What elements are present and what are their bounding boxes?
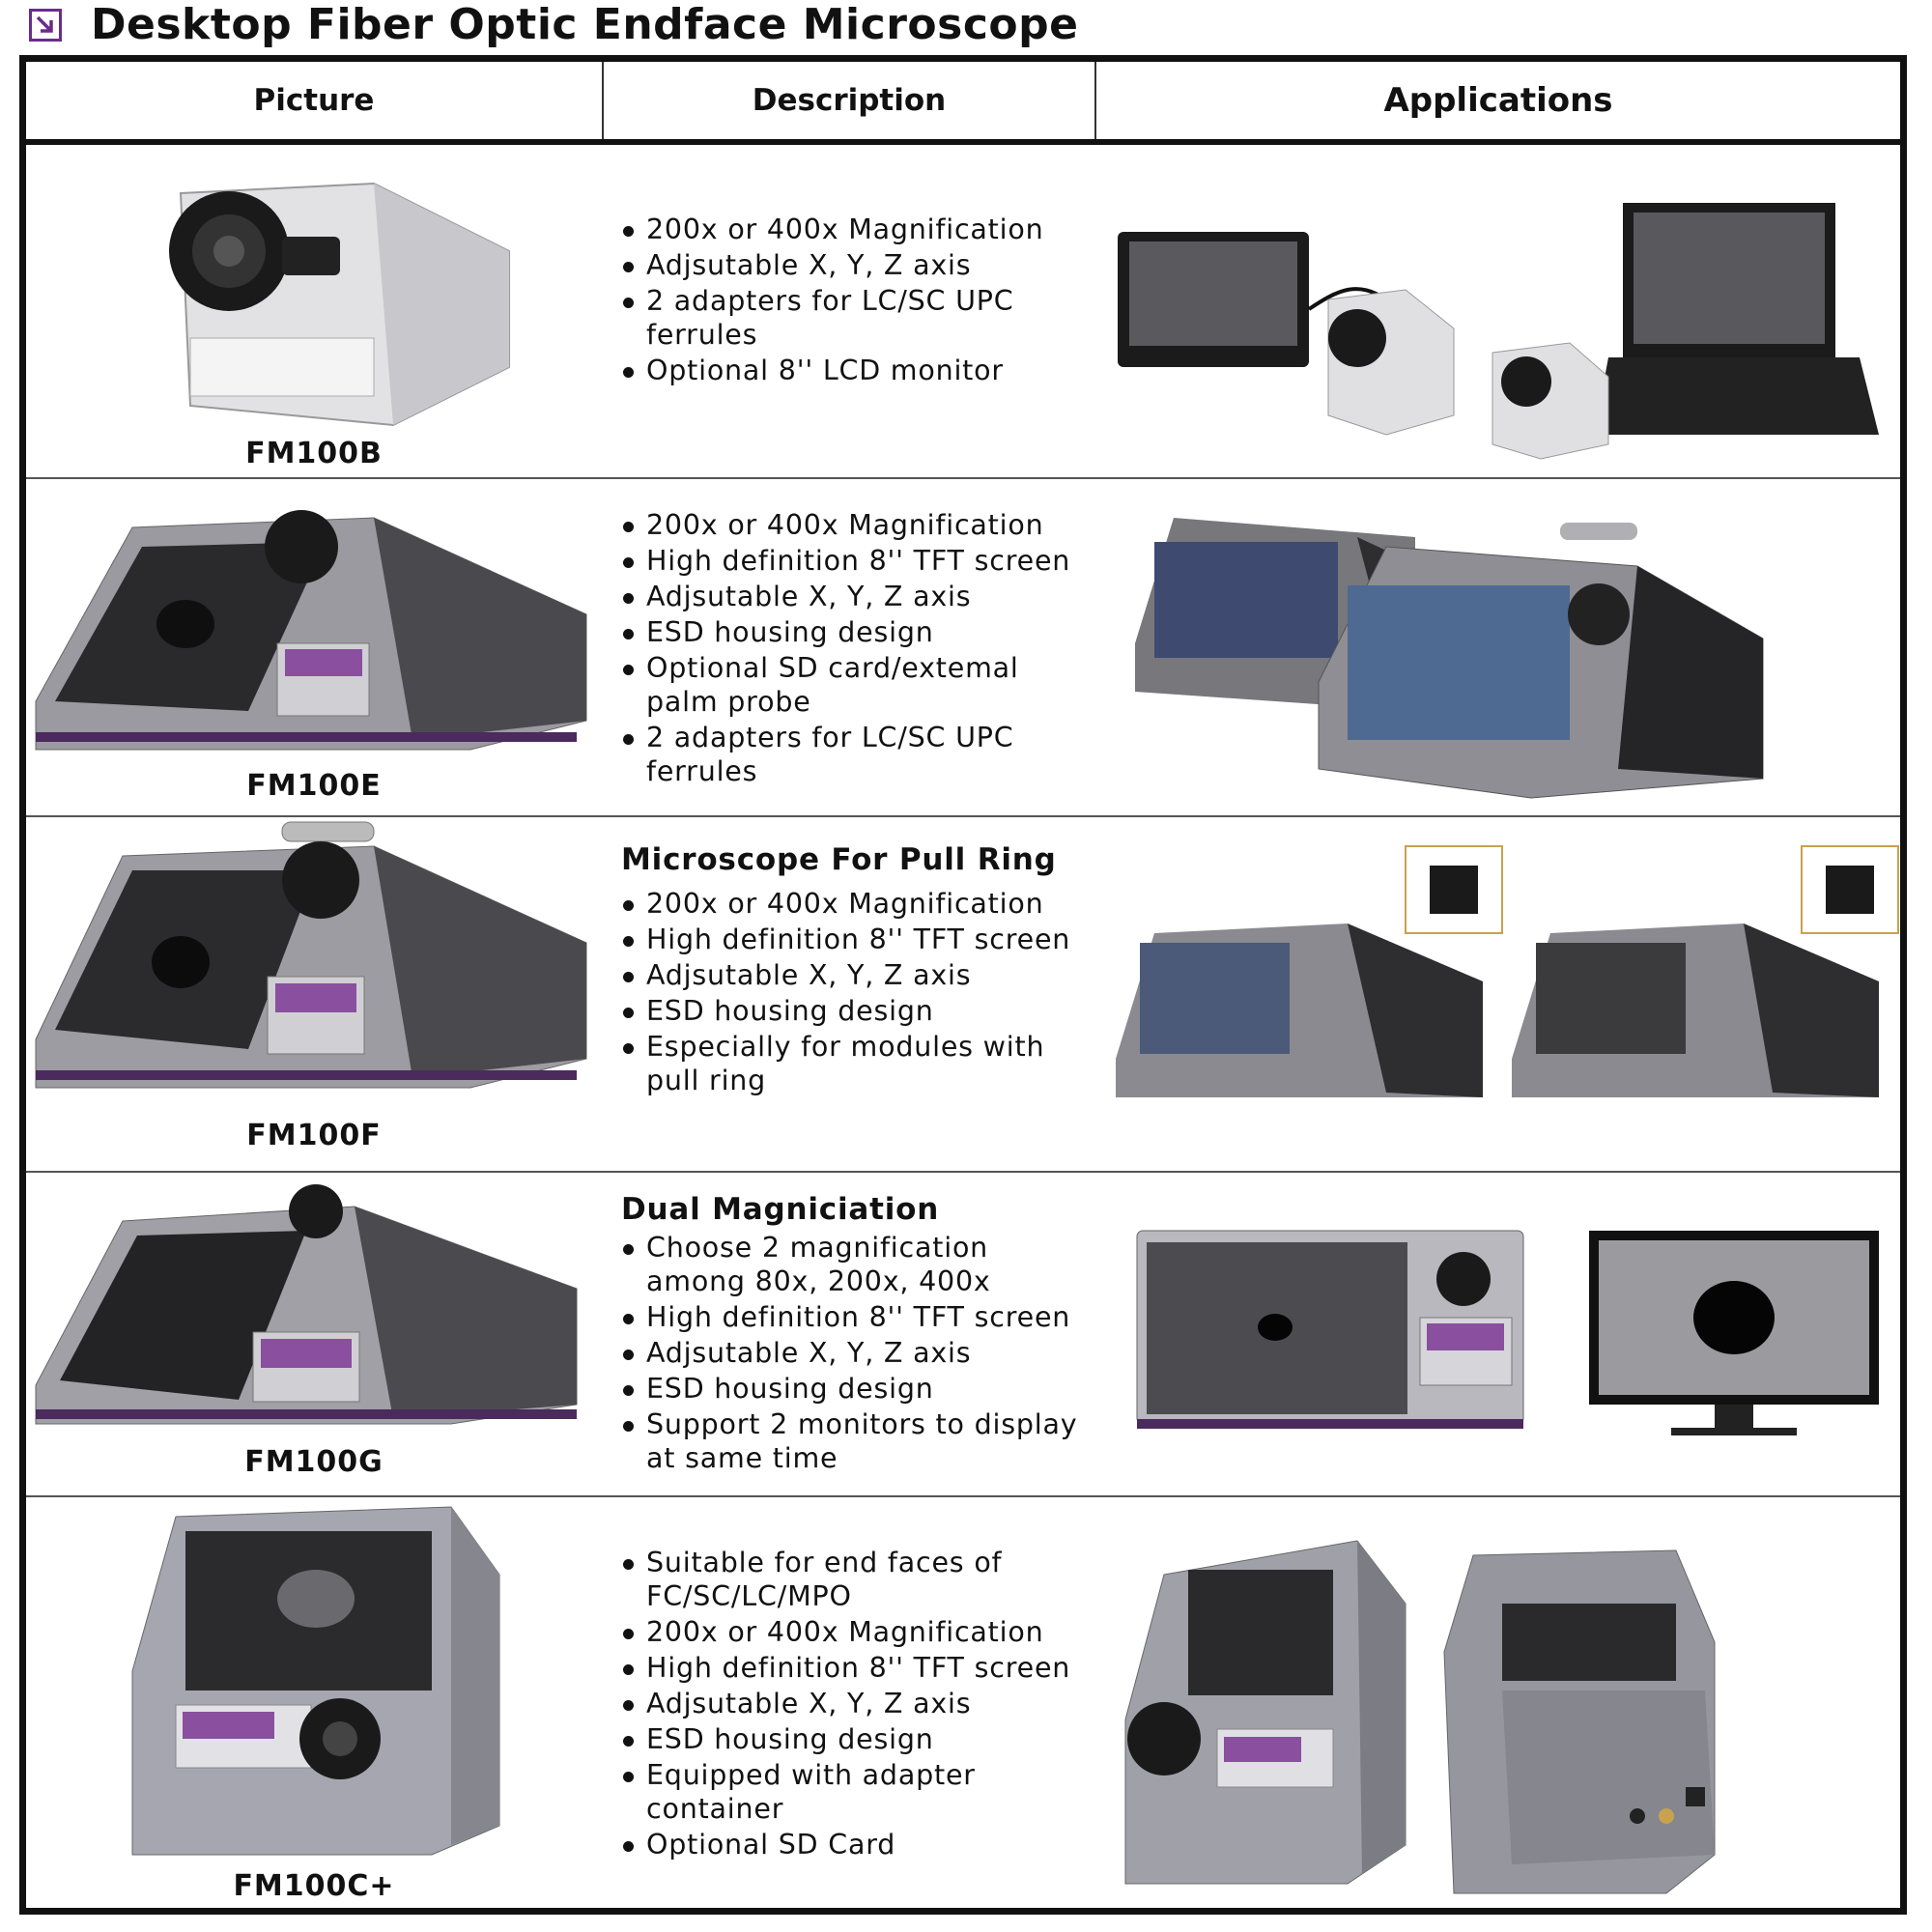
fm100b-application-image [1118,203,1879,460]
feature-item: Adjsutable X, Y, Z axis [621,1687,1094,1720]
feature-item: Optional SD card/extemal palm probe [621,651,1094,719]
fm100g-application-image [1136,1230,1879,1435]
description-fm100e: 200x or 400x Magnification High definiti… [604,479,1094,815]
model-name: FM100G [244,1445,384,1479]
fm100f-device-image [35,821,587,1089]
feature-item: High definition 8'' TFT screen [621,1300,1094,1334]
applications-fm100e [1096,479,1900,815]
feature-item: Support 2 monitors to display at same ti… [621,1407,1094,1475]
fm100e-application-image [1135,518,1764,799]
table-row: FM100F Microscope For Pull Ring 200x or … [26,817,1900,1173]
applications-fm100f [1096,817,1900,1171]
arrow-down-right-icon [29,9,62,42]
applications-fm100g [1096,1173,1900,1495]
model-name: FM100F [246,1119,382,1152]
table-row: FM100C+ Suitable for end faces of FC/SC/… [26,1497,1900,1908]
header-description: Description [752,83,947,118]
feature-item: ESD housing design [621,994,1094,1028]
feature-item: 200x or 400x Magnification [621,1615,1094,1649]
product-picture-fm100g: FM100G [26,1173,602,1495]
page-header: Desktop Fiber Optic Endface Microscope [29,0,1078,50]
description-fm100b: 200x or 400x Magnification Adjsutable X,… [604,145,1094,477]
feature-item: Choose 2 magnification among 80x, 200x, … [621,1231,1094,1298]
product-picture-fm100b: FM100B [26,145,602,477]
feature-item: 200x or 400x Magnification [621,887,1094,921]
model-name: FM100B [245,437,383,470]
feature-item: High definition 8'' TFT screen [621,544,1094,578]
feature-item: 200x or 400x Magnification [621,508,1094,542]
fm100e-device-image [35,510,587,751]
table-header-row: Picture Description Applications [26,62,1900,145]
description-fm100f: Microscope For Pull Ring 200x or 400x Ma… [604,817,1094,1171]
fm100b-device-image [169,182,510,427]
feature-item: High definition 8'' TFT screen [621,923,1094,956]
feature-item: ESD housing design [621,1722,1094,1756]
feature-item: Adjsutable X, Y, Z axis [621,1336,1094,1370]
description-heading: Dual Magniciation [621,1192,940,1227]
feature-item: Adjsutable X, Y, Z axis [621,248,1094,282]
feature-item: Optional 8'' LCD monitor [621,354,1094,387]
applications-fm100b [1096,145,1900,477]
header-applications: Applications [1383,81,1613,120]
description-fm100cplus: Suitable for end faces of FC/SC/LC/MPO 2… [604,1497,1094,1908]
description-heading: Microscope For Pull Ring [621,842,1057,877]
model-name: FM100E [246,769,382,803]
product-picture-fm100cplus: FM100C+ [26,1497,602,1908]
feature-item: Suitable for end faces of FC/SC/LC/MPO [621,1546,1094,1613]
feature-item: Optional SD Card [621,1828,1094,1861]
feature-item: ESD housing design [621,1372,1094,1406]
fm100f-application-image [1116,845,1899,1097]
table-row: FM100B 200x or 400x Magnification Adjsut… [26,145,1900,479]
product-table: Picture Description Applications FM100B … [19,55,1907,1915]
feature-item: Equipped with adapter container [621,1758,1094,1826]
model-name: FM100C+ [233,1869,395,1903]
feature-item: Especially for modules with pull ring [621,1030,1094,1097]
product-picture-fm100f: FM100F [26,817,602,1171]
header-picture: Picture [253,83,375,118]
feature-item: 200x or 400x Magnification [621,213,1094,246]
product-picture-fm100e: FM100E [26,479,602,815]
page-title: Desktop Fiber Optic Endface Microscope [91,0,1079,49]
fm100g-device-image [35,1184,578,1425]
feature-item: 2 adapters for LC/SC UPC ferrules [621,721,1094,788]
feature-item: ESD housing design [621,615,1094,649]
applications-fm100cplus [1096,1497,1900,1908]
description-fm100g: Dual Magniciation Choose 2 magnification… [604,1173,1094,1495]
feature-item: Adjsutable X, Y, Z axis [621,958,1094,992]
fm100cplus-application-image [1124,1540,1716,1894]
fm100cplus-device-image [131,1506,500,1856]
feature-item: 2 adapters for LC/SC UPC ferrules [621,284,1094,352]
feature-item: Adjsutable X, Y, Z axis [621,580,1094,613]
feature-item: High definition 8'' TFT screen [621,1651,1094,1685]
table-row: FM100E 200x or 400x Magnification High d… [26,479,1900,817]
table-row: FM100G Dual Magniciation Choose 2 magnif… [26,1173,1900,1497]
